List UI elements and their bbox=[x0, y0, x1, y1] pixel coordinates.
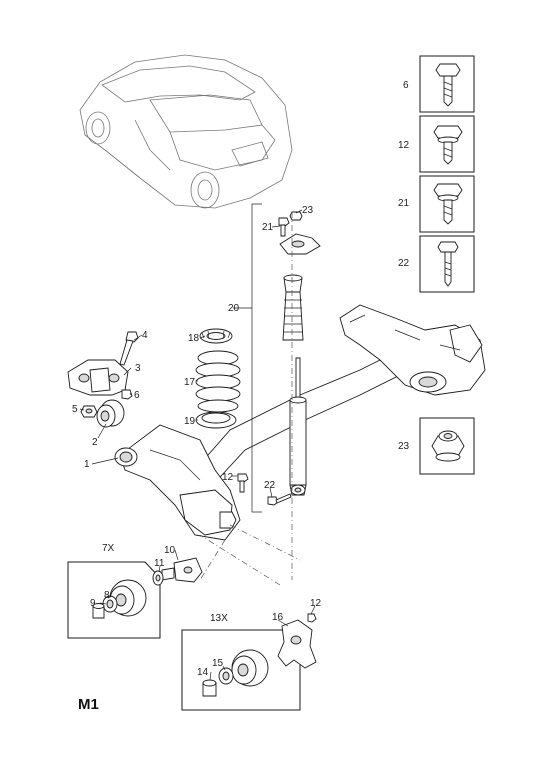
bump-stop bbox=[282, 274, 304, 341]
callout-labels: 1 2 3 4 5 6 18 17 19 12 20 21 23 22 10 1… bbox=[72, 205, 322, 678]
side-legend-labels: 6 12 21 22 23 bbox=[398, 80, 410, 452]
bolt-6 bbox=[121, 389, 133, 400]
callout-14: 14 bbox=[197, 667, 209, 678]
washer-11 bbox=[152, 570, 164, 586]
nut-5 bbox=[80, 405, 98, 418]
bushing bbox=[96, 399, 125, 428]
legend-bolt-6 bbox=[419, 55, 475, 113]
shock-absorber-icon bbox=[289, 357, 307, 496]
callout-8: 8 bbox=[104, 590, 110, 601]
bolt-4 bbox=[119, 331, 139, 366]
callout-9: 9 bbox=[90, 598, 96, 609]
legend-label-12: 12 bbox=[398, 140, 410, 151]
legend-label-6: 6 bbox=[403, 80, 409, 91]
kit-13x-box bbox=[181, 629, 301, 711]
callout-1: 1 bbox=[84, 459, 90, 470]
upper-spring-seat bbox=[199, 328, 233, 344]
coil-spring-icon bbox=[195, 350, 241, 413]
legend-bolt-22 bbox=[419, 235, 475, 293]
legend-bolt-12 bbox=[419, 115, 475, 173]
callout-20: 20 bbox=[228, 303, 240, 314]
callout-18: 18 bbox=[188, 333, 200, 344]
bolt-12-axle bbox=[237, 473, 249, 493]
callout-5: 5 bbox=[72, 404, 78, 415]
kit-label-7x: 7X bbox=[102, 543, 115, 554]
callout-3: 3 bbox=[135, 363, 141, 374]
callout-15: 15 bbox=[212, 658, 224, 669]
diagram-code: M1 bbox=[78, 696, 99, 713]
callout-12-axle: 12 bbox=[222, 472, 234, 483]
legend-nut-23 bbox=[419, 417, 475, 475]
legend-label-22: 22 bbox=[398, 258, 410, 269]
bolt-22-shock bbox=[267, 493, 292, 506]
callout-21: 21 bbox=[262, 222, 274, 233]
lower-spring-seat bbox=[195, 411, 237, 429]
kit-7x-box bbox=[67, 561, 161, 639]
nut-23 bbox=[289, 211, 303, 221]
callout-22: 22 bbox=[264, 480, 276, 491]
callout-19: 19 bbox=[184, 416, 196, 427]
callout-10: 10 bbox=[164, 545, 176, 556]
rear-axle-beam bbox=[114, 304, 486, 541]
callout-16: 16 bbox=[272, 612, 284, 623]
car-silhouette-icon bbox=[79, 54, 293, 209]
callout-12-hub: 12 bbox=[310, 598, 322, 609]
callout-4: 4 bbox=[142, 330, 148, 341]
legend-label-21: 21 bbox=[398, 198, 410, 209]
callout-2: 2 bbox=[92, 437, 98, 448]
assembly-centerlines bbox=[199, 212, 301, 586]
axle-bracket bbox=[67, 359, 129, 396]
kit-label-13x: 13X bbox=[210, 613, 228, 624]
wheel-hub-carrier bbox=[277, 613, 317, 669]
bolt-21 bbox=[278, 217, 290, 237]
legend-bolt-21 bbox=[419, 175, 475, 233]
legend-label-23: 23 bbox=[398, 441, 410, 452]
callout-23: 23 bbox=[302, 205, 314, 216]
leader-lines bbox=[79, 209, 316, 681]
callout-17: 17 bbox=[184, 377, 196, 388]
top-mount bbox=[279, 233, 321, 255]
stub-axle bbox=[161, 557, 203, 583]
kit-bracket-20 bbox=[251, 203, 262, 513]
callout-11: 11 bbox=[154, 558, 165, 569]
callout-6: 6 bbox=[134, 390, 140, 401]
